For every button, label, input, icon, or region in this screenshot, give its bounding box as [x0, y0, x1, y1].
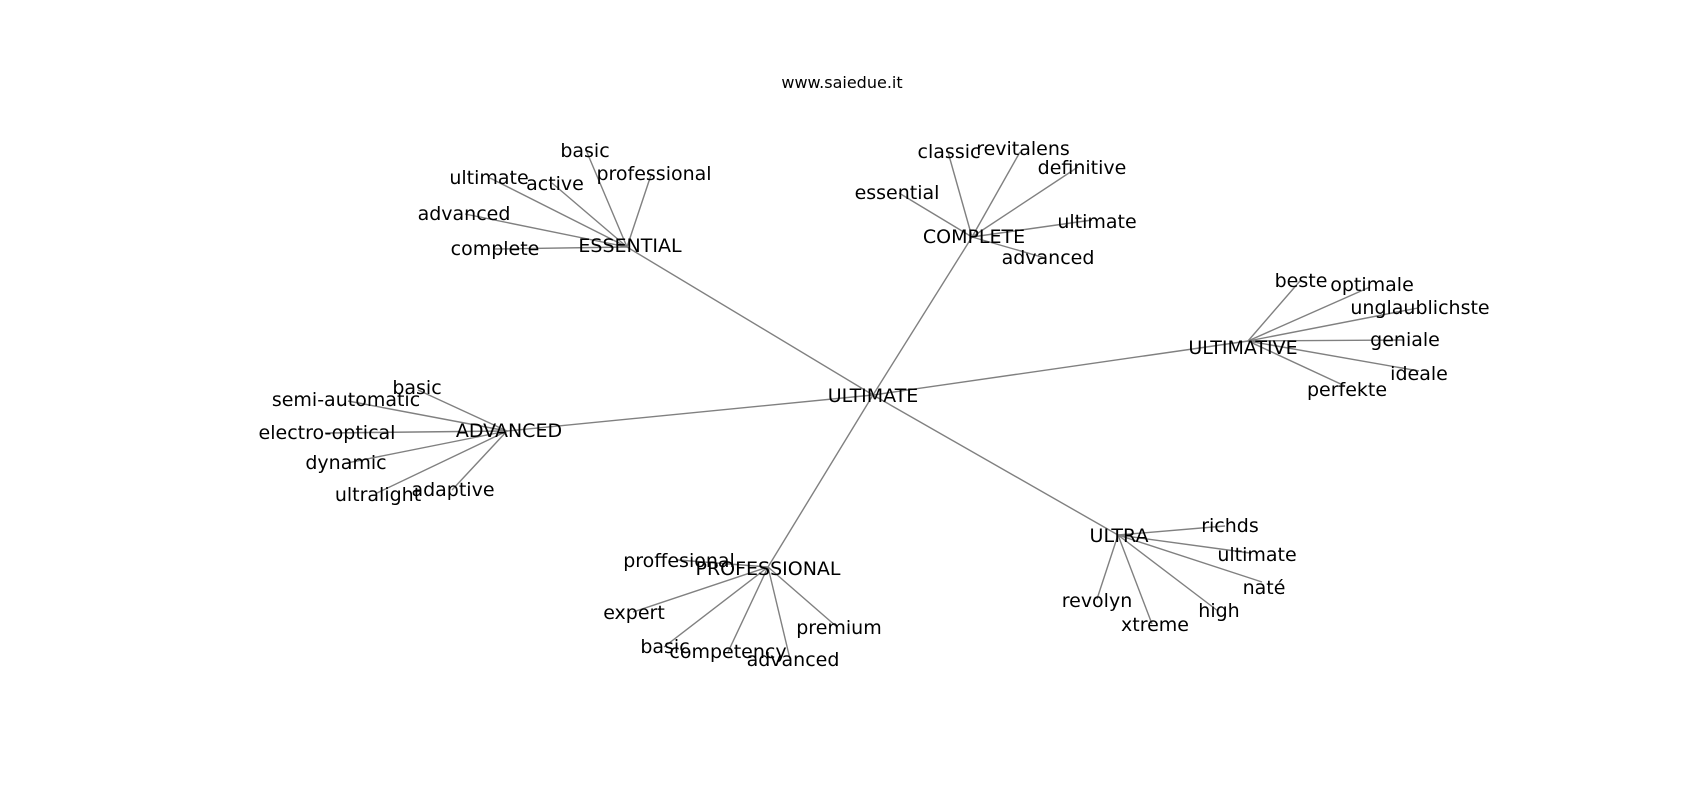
hub-node-ultimative: ULTIMATIVE: [1188, 337, 1297, 359]
edge-complete-revitalens: [971, 151, 1021, 238]
leaf-node-complete-classic: classic: [918, 141, 981, 163]
leaf-node-complete-revitalens: revitalens: [976, 138, 1070, 160]
edge-advanced-adaptive: [451, 430, 508, 491]
leaf-node-advanced-adaptive: adaptive: [411, 479, 494, 501]
edge-advanced-basic: [417, 389, 508, 432]
leaf-node-complete-ultimate: ultimate: [1057, 211, 1136, 233]
edge-root-advanced: [506, 394, 874, 432]
edge-root-professional: [767, 394, 874, 568]
edge-advanced-dynamic: [346, 430, 508, 464]
leaf-node-ultra-nate: naté: [1243, 577, 1286, 599]
edge-professional-premium: [767, 566, 838, 628]
hub-node-essential: ESSENTIAL: [578, 235, 682, 257]
leaf-node-advanced-dynamic: dynamic: [305, 452, 386, 474]
edge-essential-complete: [493, 246, 628, 250]
edges-layer: [324, 149, 1420, 660]
edge-ultimative-beste: [1247, 280, 1301, 342]
edge-complete-classic: [947, 151, 973, 238]
edge-complete-essential: [898, 192, 973, 238]
edge-complete-advanced: [971, 236, 1046, 259]
edge-complete-ultimate: [971, 219, 1093, 238]
labels-layer: www.saiedue.it ULTIMATEESSENTIALbasicpro…: [259, 73, 1490, 671]
leaf-node-ultra-revolyn: revolyn: [1062, 590, 1133, 612]
edge-ultra-richds: [1117, 525, 1226, 536]
edge-essential-basic: [585, 149, 628, 248]
leaf-node-complete-definitive: definitive: [1038, 157, 1127, 179]
root-node-label: ULTIMATE: [828, 385, 919, 407]
edge-complete-definitive: [971, 166, 1079, 238]
leaf-node-complete-essential: essential: [855, 182, 940, 204]
leaf-node-ultra-richds: richds: [1201, 515, 1259, 537]
edge-ultra-nate: [1117, 534, 1263, 583]
hub-node-advanced: ADVANCED: [456, 420, 562, 442]
leaf-node-professional-basic: basic: [640, 636, 689, 658]
edge-essential-professional: [626, 174, 652, 248]
edge-ultra-ultimate: [1117, 534, 1251, 554]
leaf-node-professional-premium: premium: [796, 617, 881, 639]
edge-ultra-high: [1117, 534, 1219, 612]
hub-node-professional: PROFESSIONAL: [695, 558, 840, 580]
edge-ultimative-geniale: [1247, 339, 1405, 342]
leaf-node-advanced-basic: basic: [392, 377, 441, 399]
leaf-node-professional-advanced: advanced: [747, 649, 840, 671]
edge-professional-basic: [663, 566, 769, 648]
leaf-node-complete-advanced: advanced: [1002, 247, 1095, 269]
leaf-node-essential-complete: complete: [451, 238, 540, 260]
leaf-node-ultra-xtreme: xtreme: [1121, 614, 1189, 636]
leaf-node-ultra-ultimate: ultimate: [1217, 544, 1296, 566]
edge-ultimative-unglaublichste: [1247, 307, 1419, 342]
leaf-node-ultra-high: high: [1198, 600, 1239, 622]
leaf-node-ultimative-ideale: ideale: [1390, 363, 1448, 385]
hub-node-complete: COMPLETE: [923, 226, 1025, 248]
leaf-node-advanced-electro-optical: electro-optical: [259, 422, 396, 444]
leaf-node-professional-competency: competency: [669, 641, 786, 663]
leaf-node-advanced-ultralight: ultralight: [335, 484, 421, 506]
edge-root-ultra: [872, 394, 1119, 536]
edge-professional-competency: [727, 566, 769, 653]
leaf-node-essential-ultimate: ultimate: [449, 167, 528, 189]
edge-ultimative-optimale: [1247, 286, 1371, 342]
leaf-node-essential-basic: basic: [560, 140, 609, 162]
leaf-node-ultimative-geniale: geniale: [1370, 329, 1440, 351]
leaf-node-advanced-semi-automatic: semi-automatic: [272, 389, 420, 411]
edge-ultra-revolyn: [1096, 534, 1119, 600]
edge-advanced-ultralight: [376, 430, 508, 494]
leaf-node-essential-professional: professional: [596, 163, 711, 185]
edge-root-ultimative: [872, 340, 1249, 396]
edge-professional-advanced: [767, 566, 791, 660]
leaf-node-ultimative-beste: beste: [1275, 270, 1328, 292]
leaf-node-essential-active: active: [526, 173, 584, 195]
diagram-title: www.saiedue.it: [781, 73, 902, 92]
leaf-node-professional-proffesional: proffesional: [623, 550, 735, 572]
edge-advanced-semi-automatic: [347, 400, 508, 432]
edge-essential-ultimate: [489, 177, 628, 248]
edge-ultimative-ideale: [1247, 340, 1420, 372]
edge-professional-expert: [632, 566, 769, 613]
leaf-node-ultimative-unglaublichste: unglaublichste: [1350, 297, 1489, 319]
edge-advanced-electro-optical: [324, 430, 508, 434]
leaf-node-essential-advanced: advanced: [418, 203, 511, 225]
hub-node-ultra: ULTRA: [1090, 525, 1149, 547]
edge-root-complete: [872, 236, 973, 396]
edge-ultimative-perfekte: [1247, 340, 1346, 387]
edge-professional-proffesional: [677, 559, 769, 568]
edge-ultra-xtreme: [1117, 534, 1153, 625]
leaf-node-professional-expert: expert: [603, 602, 665, 624]
edge-root-essential: [626, 246, 874, 396]
edge-essential-advanced: [464, 213, 628, 248]
edge-essential-active: [551, 182, 628, 248]
leaf-node-ultimative-optimale: optimale: [1330, 274, 1414, 296]
leaf-node-ultimative-perfekte: perfekte: [1307, 379, 1387, 401]
